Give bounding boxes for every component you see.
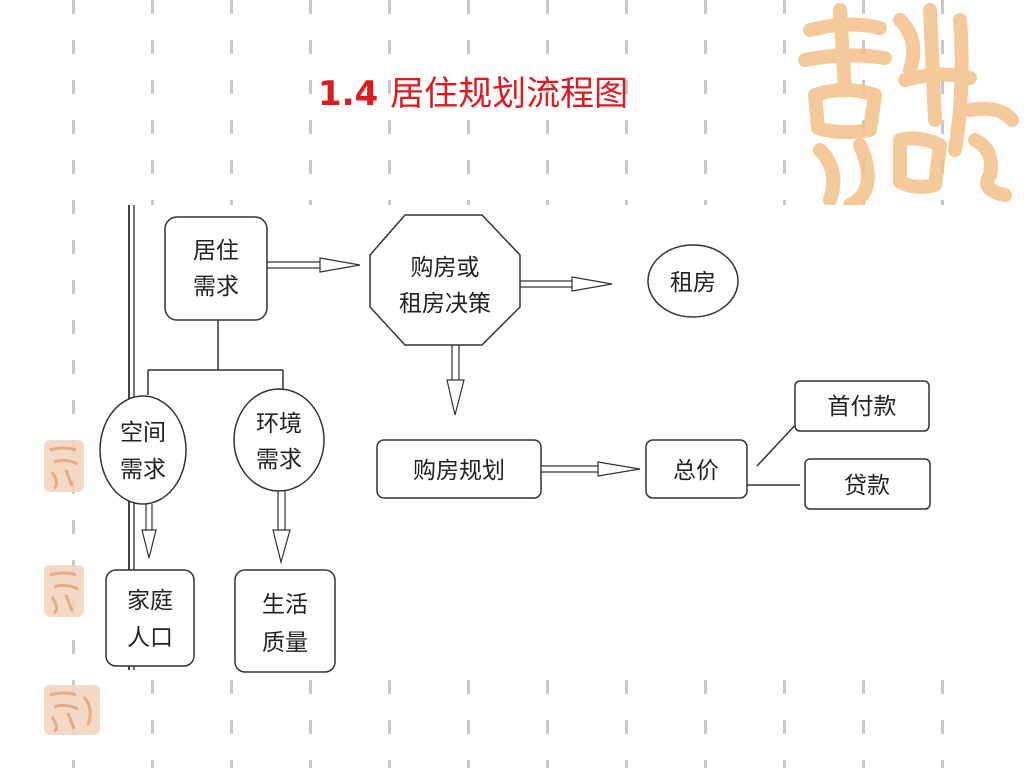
logo-calligraphy-small-2 [44,565,84,617]
node-life-quality: 生活 质量 [234,569,336,673]
node-environment-need-line2: 需求 [256,447,302,473]
node-housing-need-line1: 居住 [193,238,239,264]
node-household-population: 家庭 人口 [105,569,195,667]
node-household-line1: 家庭 [127,588,173,614]
node-decision-line1: 购房或 [411,255,480,281]
node-life-quality-line2: 质量 [262,630,308,656]
node-housing-need-line2: 需求 [193,274,239,300]
arrow-to-purchase-plan [446,345,465,416]
arrow-to-life-quality [272,491,291,565]
node-rent-label: 租房 [670,270,716,296]
logo-calligraphy-small-1 [44,440,84,492]
node-down-payment: 首付款 [794,380,930,432]
flowchart: 居住 需求 购房或 租房决策 租房 [98,205,954,675]
node-loan-label: 贷款 [844,473,890,499]
node-environment-need: 环境 需求 [233,388,325,492]
node-space-need-line2: 需求 [120,457,166,483]
connector-needs [147,320,284,395]
connector-payment [747,419,801,486]
node-purchase-plan: 购房规划 [376,439,542,499]
node-purchase-plan-label: 购房规划 [413,458,505,484]
node-space-need: 空间 需求 [99,395,187,505]
logo-calligraphy-small-3 [44,685,100,735]
node-buy-or-rent-decision: 购房或 租房决策 [369,214,521,346]
arrow-to-rent [520,276,613,292]
node-decision-line2: 租房决策 [399,291,491,317]
node-space-need-line1: 空间 [120,420,166,446]
logo-calligraphy-large [790,0,1020,212]
node-down-payment-label: 首付款 [828,394,897,420]
node-housing-need: 居住 需求 [164,216,268,321]
arrow-to-household [141,504,157,559]
node-rent: 租房 [647,244,739,318]
title-number: 1.4 [318,74,379,114]
node-loan: 贷款 [804,458,931,510]
arrow-to-total-price [541,461,641,477]
node-environment-need-line1: 环境 [256,411,302,437]
node-total-price-label: 总价 [673,458,719,484]
node-household-line2: 人口 [127,625,173,651]
node-life-quality-line1: 生活 [262,592,308,618]
title-text: 居住规划流程图 [390,74,629,114]
node-total-price: 总价 [645,439,748,499]
grid-line [72,0,75,768]
arrow-to-decision [267,257,361,273]
slide-title: 1.4 居住规划流程图 [318,66,628,115]
